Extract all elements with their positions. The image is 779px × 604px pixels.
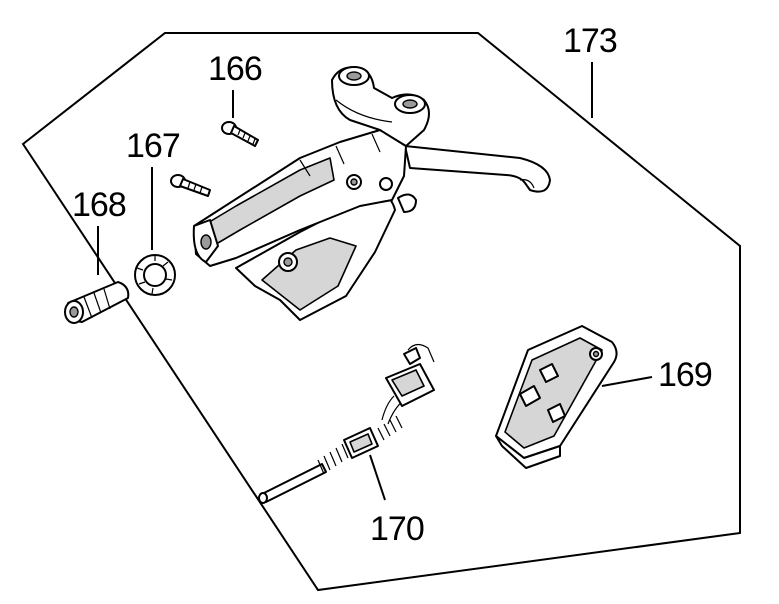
label-173: 173 <box>563 22 617 60</box>
label-168: 168 <box>72 186 126 224</box>
cover-169 <box>495 325 618 469</box>
handle-housing <box>192 66 551 321</box>
label-167: 167 <box>126 127 180 165</box>
label-169: 169 <box>658 356 712 394</box>
label-170: 170 <box>370 510 424 548</box>
leader-169 <box>601 376 653 387</box>
assembly-boundary <box>21 32 741 592</box>
switch-170 <box>258 343 435 504</box>
ring-nut-167 <box>134 254 176 296</box>
leader-170 <box>369 454 386 501</box>
screw-167 <box>170 174 211 197</box>
knob-168 <box>64 281 130 324</box>
label-166: 166 <box>208 50 262 88</box>
screw-166 <box>221 121 259 147</box>
